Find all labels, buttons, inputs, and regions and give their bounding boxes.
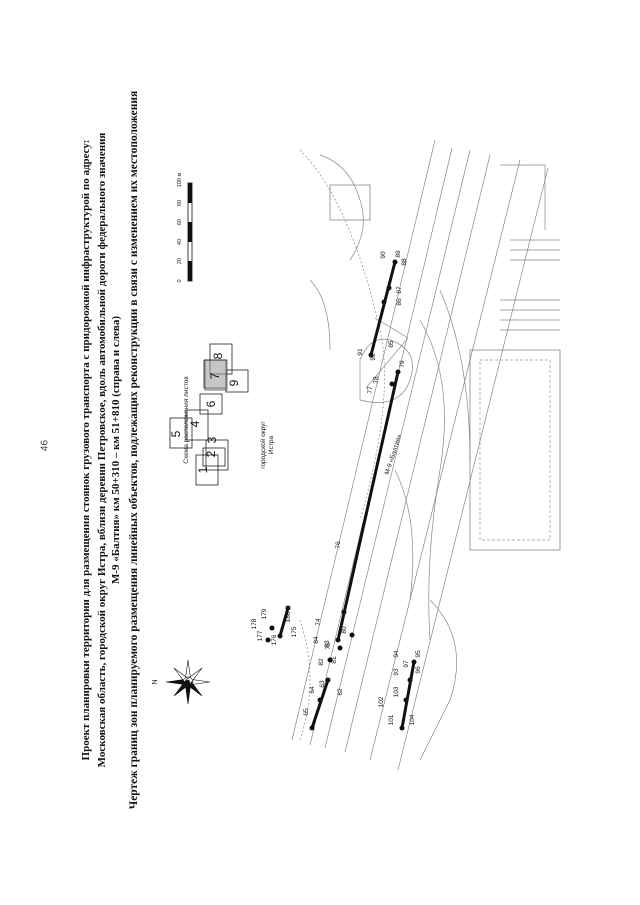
point-89: 89 (395, 250, 402, 258)
point-92: 92 (370, 353, 377, 361)
point-93: 93 (393, 668, 400, 676)
line-left-1 (310, 678, 330, 730)
scale-tick-60: 60 (177, 219, 183, 225)
point-177: 177 (257, 630, 264, 641)
point-87: 87 (396, 286, 403, 294)
point-90: 90 (380, 251, 387, 259)
point-175: 175 (291, 626, 298, 637)
point-74: 74 (315, 618, 322, 626)
sheet-7: 7 (208, 372, 222, 379)
sheet-1: 1 (196, 466, 210, 473)
point-63: 63 (319, 680, 326, 688)
road-label: М-9 «Балтия» (384, 433, 404, 476)
sheet-3: 3 (205, 436, 219, 443)
point-75: 75 (325, 642, 332, 650)
point-78: 78 (373, 376, 380, 384)
sheet-6: 6 (204, 400, 218, 407)
north-label: N (152, 679, 159, 684)
scale-tick-100: 100 м (177, 173, 183, 188)
point-84: 84 (313, 636, 320, 644)
point-101: 101 (388, 714, 395, 725)
line-left-2 (400, 660, 416, 730)
sheet-4: 4 (188, 420, 202, 427)
sheet-8: 8 (211, 352, 225, 359)
point-95: 95 (415, 650, 422, 658)
district-label-line-2: Истра (268, 436, 275, 455)
point-94: 94 (393, 650, 400, 658)
line-main (336, 370, 400, 642)
point-176: 176 (271, 634, 278, 645)
point-103: 103 (393, 686, 400, 697)
scale-tick-0: 0 (177, 279, 183, 282)
point-85: 85 (388, 340, 395, 348)
point-104: 104 (409, 714, 416, 725)
scale-bar: 0 20 40 60 80 100 м (177, 173, 193, 283)
point-102: 102 (378, 696, 385, 707)
map-background (291, 139, 561, 771)
point-179: 179 (261, 608, 268, 619)
point-76: 76 (335, 541, 342, 549)
object-lines (278, 260, 416, 730)
scale-tick-80: 80 (177, 200, 183, 206)
point-62: 62 (337, 688, 344, 696)
sheet-scheme: Схема расположения листов 1 2 3 4 5 6 7 … (169, 343, 249, 486)
point-178: 178 (251, 618, 258, 629)
object-dots (265, 259, 417, 731)
current-sheet-highlight (204, 359, 228, 391)
point-96: 96 (415, 666, 422, 674)
scale-tick-40: 40 (177, 239, 183, 245)
compass-rose-icon (165, 659, 211, 705)
point-64: 64 (309, 686, 316, 694)
point-81: 81 (331, 656, 338, 664)
sheet-5: 5 (169, 430, 183, 437)
sheet-2: 2 (204, 450, 218, 457)
point-79: 79 (399, 360, 406, 368)
sheet-9: 9 (227, 379, 241, 386)
line-upper (369, 260, 397, 357)
point-77: 77 (367, 386, 374, 394)
point-65: 65 (303, 708, 310, 716)
point-180: 180 (285, 611, 292, 622)
point-80: 80 (341, 626, 348, 634)
scale-tick-20: 20 (177, 258, 183, 264)
point-83: 83 (324, 640, 331, 648)
district-label-line-1: городской округ (259, 421, 267, 469)
point-88: 88 (401, 258, 408, 266)
point-86: 86 (396, 298, 403, 306)
sheet-scheme-label: Схема расположения листов (183, 376, 190, 464)
line-top (278, 606, 290, 638)
point-97: 97 (403, 660, 410, 668)
point-82: 82 (318, 658, 325, 666)
point-91: 91 (357, 348, 364, 356)
